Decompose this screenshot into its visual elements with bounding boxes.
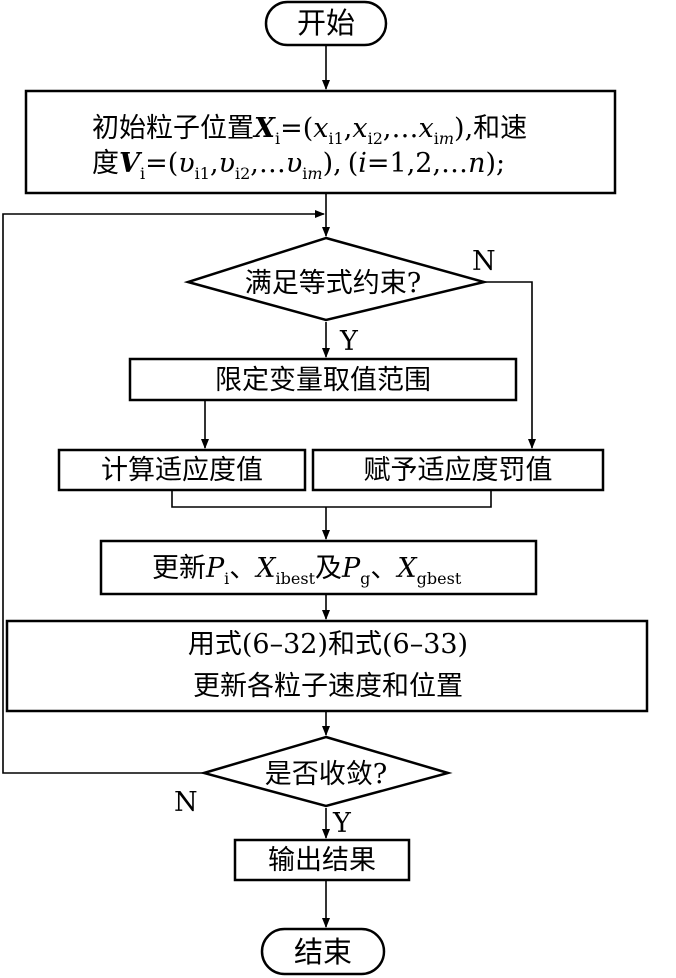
- penalty-box-shape: [311, 448, 605, 492]
- init-box-shape: [24, 89, 617, 195]
- fitness-box-shape: [57, 448, 307, 492]
- limit-node: 限定变量取值范围: [128, 357, 518, 402]
- update-best-node: 更新Pi、Xibest及Pg、Xgbest: [99, 539, 538, 596]
- update-best-label: 更新Pi、Xibest及Pg、Xgbest: [152, 553, 462, 588]
- fitness-label: 计算适应度值: [101, 455, 263, 486]
- end-label: 结束: [294, 935, 352, 969]
- arrow-condition-no: [484, 281, 536, 449]
- penalty-node: 赋予适应度罚值: [311, 448, 605, 492]
- fitness-node: 计算适应度值: [57, 448, 307, 492]
- update-particles-line-2: 更新各粒子速度和位置: [193, 671, 463, 702]
- converge-label: 是否收敛?: [265, 759, 387, 790]
- update-best-box-shape: [99, 539, 538, 596]
- update-particles-line-1: 用式(6–32)和式(6–33): [188, 629, 468, 660]
- end-node: 结束: [260, 927, 386, 976]
- update-particles-node: 用式(6–32)和式(6–33) 更新各粒子速度和位置: [5, 619, 649, 713]
- condition-diamond-shape: [183, 236, 489, 322]
- penalty-label: 赋予适应度罚值: [364, 455, 553, 486]
- no-label-converge: N: [174, 787, 198, 818]
- yes-label-condition: Y: [339, 326, 359, 357]
- condition-label: 满足等式约束?: [245, 268, 421, 299]
- init-node: 初始粒子位置Xi=(xi1,xi2,…xim),和速 度Vi=(υi1,υi2,…: [24, 89, 617, 195]
- limit-box-shape: [128, 357, 518, 402]
- no-label-condition: N: [472, 246, 496, 277]
- start-label: 开始: [297, 6, 355, 40]
- yes-label-converge: Y: [332, 808, 352, 839]
- limit-label: 限定变量取值范围: [215, 365, 431, 396]
- end-terminal-shape: [260, 927, 386, 976]
- merge-bracket: [171, 490, 492, 508]
- output-node: 输出结果: [233, 838, 411, 882]
- init-line-2: 度Vi=(υi1,υi2,…υim),(i=1,2,…n);: [92, 148, 505, 183]
- output-label: 输出结果: [268, 845, 376, 876]
- output-box-shape: [233, 838, 411, 882]
- condition-node: 满足等式约束?: [183, 236, 489, 322]
- start-terminal-shape: [264, 0, 388, 47]
- branch-labels: Y N N Y: [174, 246, 496, 839]
- connectors: [2, 46, 536, 928]
- converge-diamond-shape: [199, 735, 453, 808]
- converge-node: 是否收敛?: [199, 735, 453, 808]
- init-line-1: 初始粒子位置Xi=(xi1,xi2,…xim),和速: [92, 113, 527, 148]
- start-node: 开始: [264, 0, 388, 47]
- loop-back-arrow: [2, 210, 325, 774]
- update-particles-box-shape: [5, 619, 649, 713]
